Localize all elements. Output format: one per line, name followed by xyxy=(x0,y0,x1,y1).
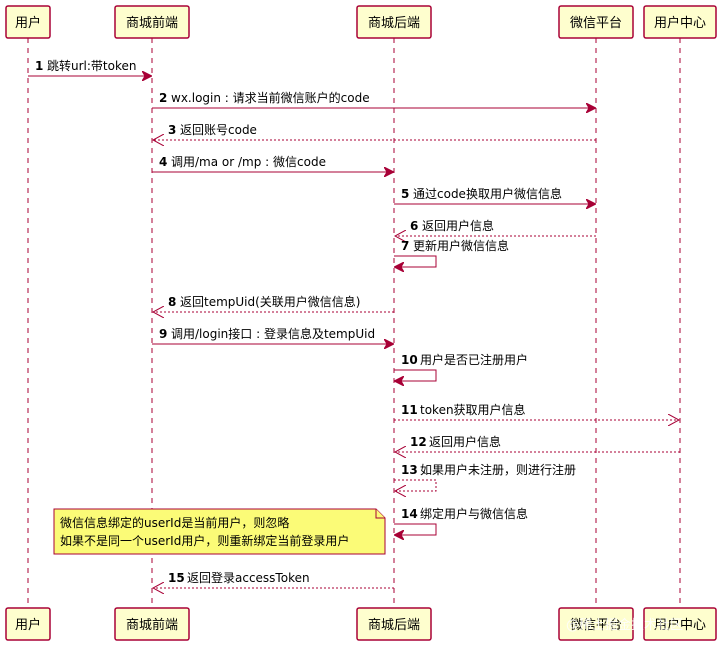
participant-mall_back-bottom: 商城后端 xyxy=(356,607,432,641)
message-number: 15 xyxy=(168,571,185,585)
participant-box xyxy=(114,607,190,641)
participant-box xyxy=(5,607,51,641)
message-label: 跳转url:带token xyxy=(47,58,136,73)
participant-box xyxy=(356,5,432,39)
message-number: 7 xyxy=(401,239,409,253)
message-7: 7 更新用户微信信息 xyxy=(394,238,509,267)
participant-label: 用户 xyxy=(15,617,41,633)
participant-mall_back-top: 商城后端 xyxy=(356,5,432,39)
message-arrow xyxy=(394,523,437,535)
participant-mall_front-top: 商城前端 xyxy=(114,5,190,39)
message-number: 6 xyxy=(410,219,418,233)
participant-user-bottom: 用户 xyxy=(5,607,51,641)
message-number: 2 xyxy=(159,91,167,105)
message-label: 返回登录accessToken xyxy=(187,570,310,585)
message-label: 调用/login接口 : 登录信息及tempUid xyxy=(171,326,375,341)
participant-mall_front-bottom: 商城前端 xyxy=(114,607,190,641)
message-label: 返回tempUid(关联用户微信信息) xyxy=(180,294,361,309)
watermark: @稀土掘金技术社区 xyxy=(566,617,683,633)
message-number: 12 xyxy=(410,435,427,449)
participant-box xyxy=(558,5,634,39)
message-number: 13 xyxy=(401,463,418,477)
note-line: 微信信息绑定的userId是当前用户，则忽略 xyxy=(60,515,289,530)
message-label: 如果用户未注册，则进行注册 xyxy=(420,462,576,477)
message-number: 10 xyxy=(401,353,418,367)
participant-wechat-top: 微信平台 xyxy=(558,5,634,39)
participant-box xyxy=(114,5,190,39)
participant-box xyxy=(643,5,717,39)
message-number: 14 xyxy=(401,507,418,521)
message-arrow xyxy=(394,255,437,267)
participant-label: 微信平台 xyxy=(570,16,622,31)
participant-user_center-top: 用户中心 xyxy=(643,5,717,39)
message-label: 返回账号code xyxy=(180,123,257,137)
message-number: 11 xyxy=(401,403,418,417)
participant-wechat-bottom: 微信平台 xyxy=(558,607,634,641)
message-6: 6 返回用户信息 xyxy=(395,218,596,236)
message-4: 4 调用/ma or /mp : 微信code xyxy=(152,155,393,172)
message-label: 返回用户信息 xyxy=(422,218,494,233)
message-label: 更新用户微信信息 xyxy=(413,238,509,253)
participant-user_center-bottom: 用户中心 xyxy=(643,607,717,641)
note: 微信信息绑定的userId是当前用户，则忽略 如果不是同一个userId用户，则… xyxy=(53,508,386,555)
message-label: 通过code换取用户微信信息 xyxy=(413,186,562,201)
message-label: 绑定用户与微信信息 xyxy=(420,506,528,521)
participant-label: 商城前端 xyxy=(126,617,178,633)
message-1: 1 跳转url:带token xyxy=(28,58,151,76)
participant-label: 商城后端 xyxy=(368,618,420,633)
message-number: 9 xyxy=(159,327,167,341)
message-3: 3 返回账号code xyxy=(153,123,596,140)
participant-label: 用户中心 xyxy=(654,15,706,31)
participant-label: 商城前端 xyxy=(126,15,178,31)
participant-box xyxy=(356,607,432,641)
note-fold xyxy=(375,509,385,519)
message-number: 3 xyxy=(168,123,176,137)
message-label: 用户是否已注册用户 xyxy=(420,352,528,367)
participant-label: 商城后端 xyxy=(368,16,420,31)
message-9: 9 调用/login接口 : 登录信息及tempUid xyxy=(152,326,393,344)
participant-label: 用户 xyxy=(15,15,41,31)
message-number: 5 xyxy=(401,187,409,201)
message-arrow xyxy=(394,479,437,491)
message-2: 2 wx.login : 请求当前微信账户的code xyxy=(152,90,595,108)
participant-box xyxy=(643,607,717,641)
participant-box xyxy=(558,607,634,641)
note-box xyxy=(53,508,386,555)
note-line: 如果不是同一个userId用户，则重新绑定当前登录用户 xyxy=(60,533,349,548)
participant-user-top: 用户 xyxy=(5,5,51,39)
participant-box xyxy=(5,5,51,39)
participant-label: 微信平台 xyxy=(570,618,622,633)
message-label: wx.login : 请求当前微信账户的code xyxy=(171,90,370,105)
message-number: 4 xyxy=(159,155,167,169)
message-label: 调用/ma or /mp : 微信code xyxy=(171,155,326,169)
message-label: 返回用户信息 xyxy=(429,434,501,449)
message-number: 8 xyxy=(168,295,176,309)
message-label: token获取用户信息 xyxy=(420,402,526,417)
participant-label: 用户中心 xyxy=(654,617,706,633)
message-8: 8 返回tempUid(关联用户微信信息) xyxy=(153,294,394,312)
message-arrow xyxy=(394,369,437,381)
message-5: 5 通过code换取用户微信信息 xyxy=(394,186,595,204)
message-number: 1 xyxy=(35,59,43,73)
